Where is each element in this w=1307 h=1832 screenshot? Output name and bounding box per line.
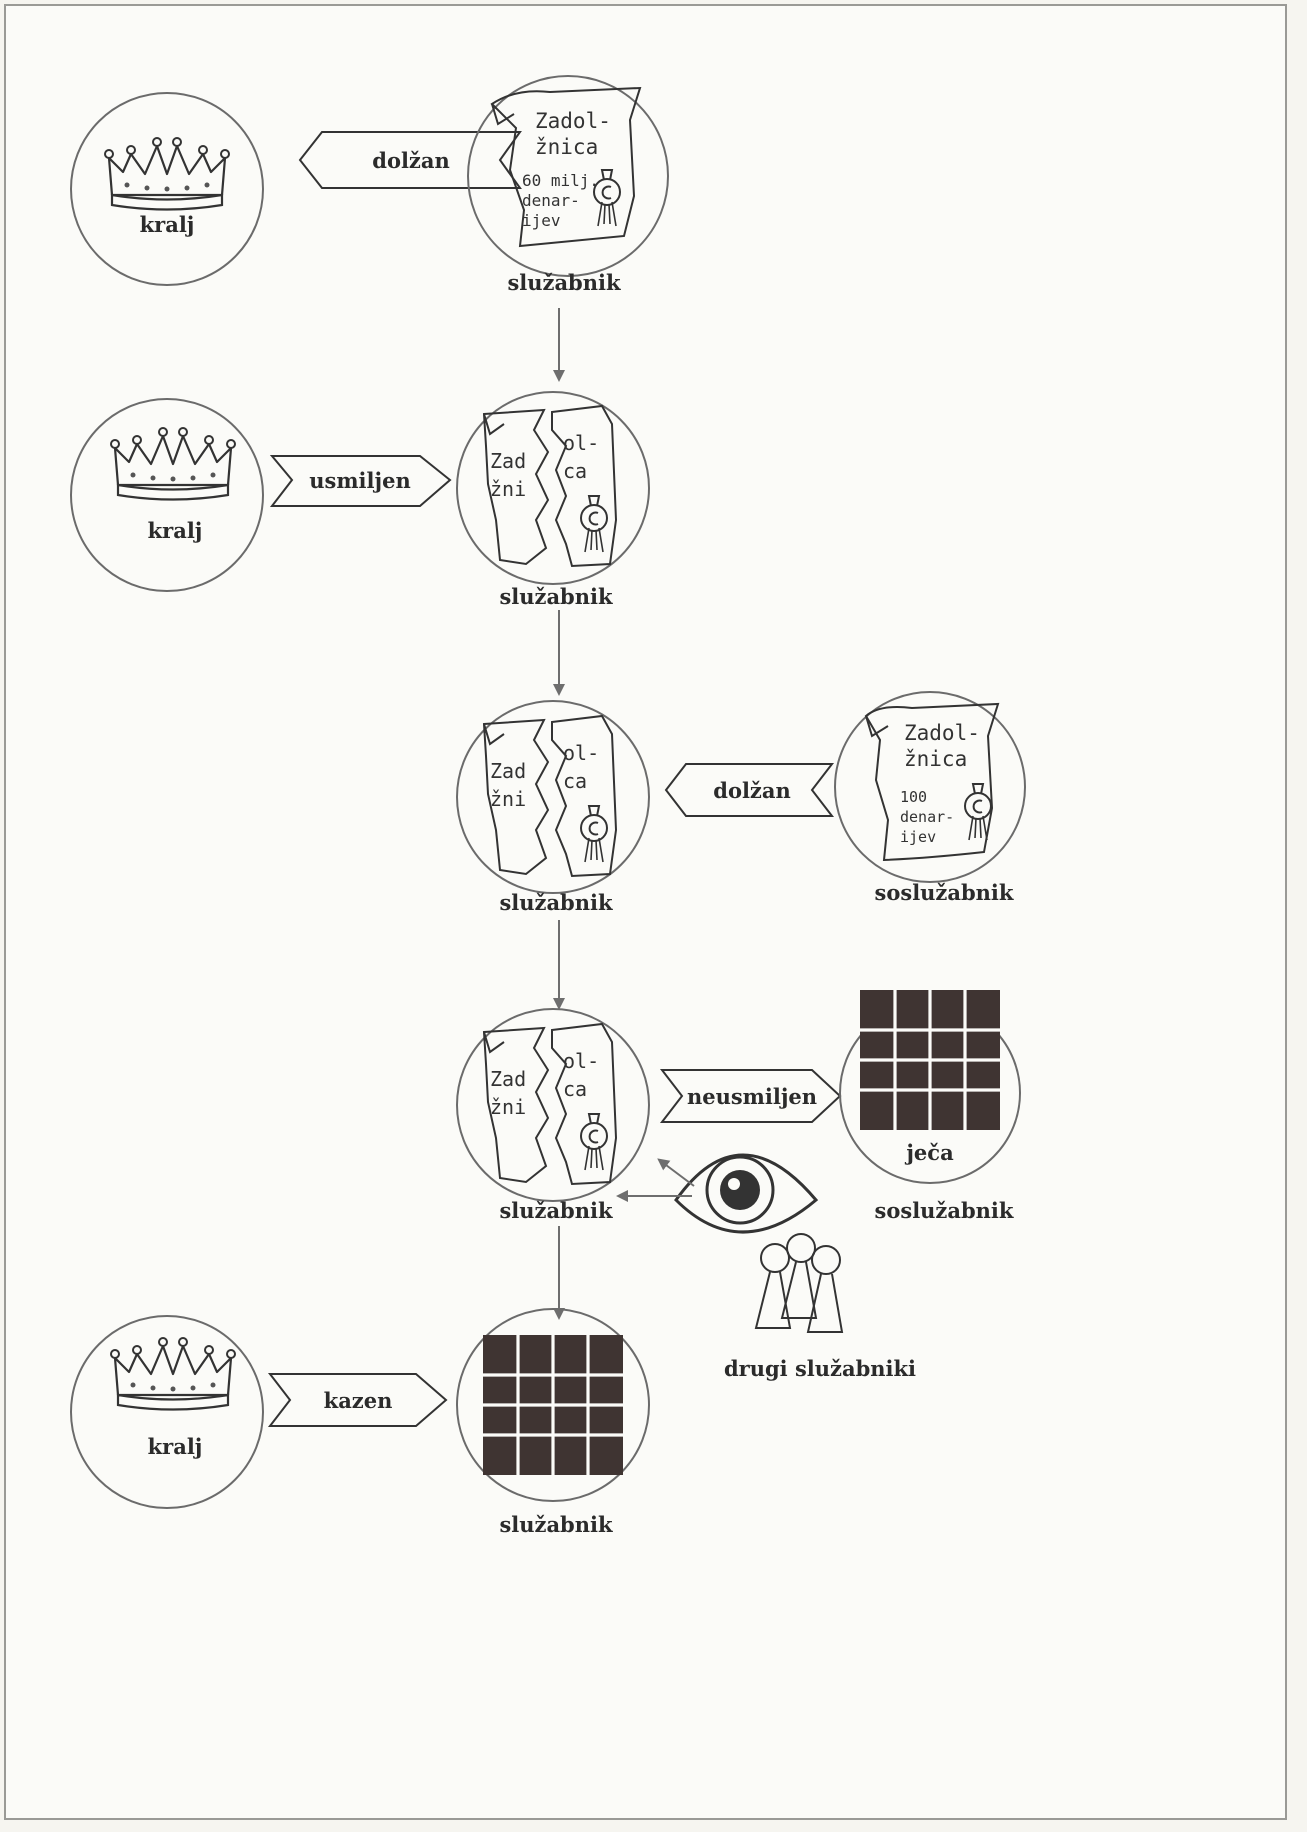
eye-icon xyxy=(674,1153,819,1234)
crown-icon xyxy=(109,426,237,501)
other-servants-label: drugi služabniki xyxy=(723,1356,917,1381)
svg-text:denar-: denar- xyxy=(522,191,580,210)
banner-punishment xyxy=(267,1373,448,1427)
fellow-servant-label: soslužabnik xyxy=(874,1198,1014,1223)
servant-label: služabnik xyxy=(499,1198,613,1223)
document-icon xyxy=(490,86,642,248)
svg-text:žnica: žnica xyxy=(535,135,598,159)
diagram-card xyxy=(4,4,1287,1820)
svg-text:ijev: ijev xyxy=(900,828,936,846)
banner-merciful xyxy=(269,455,452,507)
svg-text:ol-: ol- xyxy=(563,1049,599,1073)
svg-text:Zad: Zad xyxy=(490,759,526,783)
svg-text:ca: ca xyxy=(563,459,587,483)
svg-text:ca: ca xyxy=(563,1077,587,1101)
banner-label: dolžan xyxy=(713,778,790,803)
crown-icon xyxy=(103,136,231,211)
fellow-servant-label: soslužabnik xyxy=(874,880,1014,905)
prison-label: ječa xyxy=(906,1140,954,1165)
banner-debt-1 xyxy=(298,131,522,189)
servant-label: služabnik xyxy=(499,1512,613,1537)
banner-label: neusmiljen xyxy=(687,1084,817,1109)
svg-text:denar-: denar- xyxy=(900,808,954,826)
svg-text:Zad: Zad xyxy=(490,449,526,473)
banner-debt-2 xyxy=(664,763,835,817)
king-circle-3 xyxy=(70,1315,264,1509)
svg-text:ol-: ol- xyxy=(563,741,599,765)
servant-prison-circle xyxy=(456,1308,650,1502)
banner-label: dolžan xyxy=(372,148,449,173)
svg-text:ca: ca xyxy=(563,769,587,793)
king-circle-1 xyxy=(70,92,264,286)
svg-text:Zad: Zad xyxy=(490,1067,526,1091)
svg-text:Zadol-: Zadol- xyxy=(535,109,611,133)
torn-document-icon: Zad žni ol- ca xyxy=(482,714,618,878)
king-circle-2 xyxy=(70,398,264,592)
svg-text:60 milj.: 60 milj. xyxy=(522,171,599,190)
document-icon: Zadol- žnica 100 denar- ijev xyxy=(864,702,1000,862)
svg-text:ijev: ijev xyxy=(522,211,561,230)
servant-circle-3 xyxy=(456,700,650,894)
torn-document-icon: Zad žni ol- ca xyxy=(482,1022,618,1186)
servant-circle-2 xyxy=(456,391,650,585)
banner-merciless xyxy=(659,1069,842,1123)
banner-label: kazen xyxy=(324,1388,393,1413)
svg-text:ol-: ol- xyxy=(563,431,599,455)
servant-label: služabnik xyxy=(499,890,613,915)
servant-circle-4 xyxy=(456,1008,650,1202)
king-label: kralj xyxy=(147,518,203,543)
svg-text:Zadol-: Zadol- xyxy=(904,721,980,745)
torn-document-icon: Zad žni ol- ca xyxy=(482,404,618,568)
king-label: kralj xyxy=(139,212,195,237)
banner-label: usmiljen xyxy=(309,468,411,493)
king-label: kralj xyxy=(147,1434,203,1459)
servant-circle-1 xyxy=(467,75,669,277)
svg-text:žnica: žnica xyxy=(904,747,967,771)
people-icon xyxy=(754,1233,844,1333)
svg-text:žni: žni xyxy=(490,1095,526,1119)
svg-text:žni: žni xyxy=(490,787,526,811)
svg-text:100: 100 xyxy=(900,788,927,806)
servant-label: služabnik xyxy=(499,584,613,609)
prison-icon xyxy=(858,988,1002,1132)
crown-icon xyxy=(109,1336,237,1411)
fellow-servant-circle xyxy=(834,691,1026,883)
servant-label: služabnik xyxy=(507,270,621,295)
svg-text:žni: žni xyxy=(490,477,526,501)
eye-arrow-up xyxy=(657,1158,695,1187)
prison-icon xyxy=(481,1333,625,1477)
